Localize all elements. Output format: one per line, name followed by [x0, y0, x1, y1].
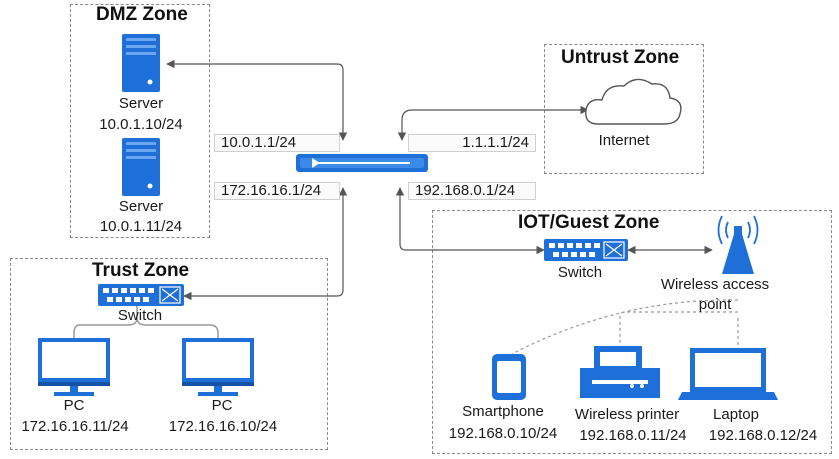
switch-icon-trust — [98, 284, 184, 306]
trust-switch-label: Switch — [117, 307, 163, 324]
switch-icon-iot — [544, 239, 628, 261]
iot-guest-zone-title: IOT/Guest Zone — [518, 212, 660, 233]
laptop-ip: 192.168.0.12/24 — [708, 427, 818, 444]
laptop-label: Laptop — [713, 406, 759, 423]
iot-guest-zone — [432, 210, 832, 454]
server-1-label: Server — [118, 95, 164, 112]
printer-icon — [580, 346, 660, 398]
firewall-interface-iot: 192.168.0.1/24 — [408, 182, 536, 200]
wireless-access-point-icon — [717, 215, 759, 274]
pc-2-ip: 172.16.16.10/24 — [168, 418, 278, 435]
link-firewall-internet — [397, 105, 589, 141]
wap-label-line2: point — [698, 296, 732, 313]
smartphone-label: Smartphone — [462, 403, 544, 420]
server-2-ip: 10.0.1.11/24 — [99, 218, 183, 235]
trust-zone-title: Trust Zone — [92, 260, 190, 281]
firewall-interface-dmz: 10.0.1.1/24 — [214, 134, 340, 152]
server-icon-1 — [122, 34, 160, 92]
wap-label-line1: Wireless access — [660, 276, 770, 293]
server-2-label: Server — [118, 198, 164, 215]
server-1-ip: 10.0.1.10/24 — [99, 116, 183, 133]
iot-switch-label: Switch — [557, 264, 603, 281]
trust-lan-links — [73, 306, 219, 340]
internet-label: Internet — [598, 132, 650, 149]
wireless-links — [511, 299, 739, 355]
link-firewall-iot-switch — [395, 187, 545, 255]
cloud-icon — [585, 78, 682, 125]
pc-2-label: PC — [211, 397, 233, 414]
link-firewall-server1 — [166, 59, 348, 141]
smartphone-ip: 192.168.0.10/24 — [448, 425, 558, 442]
pc-icon-1 — [38, 338, 110, 396]
smartphone-icon — [492, 354, 526, 400]
laptop-icon — [678, 348, 778, 400]
untrust-zone-title: Untrust Zone — [561, 47, 680, 68]
printer-ip: 192.168.0.11/24 — [579, 427, 687, 444]
pc-icon-2 — [182, 338, 254, 396]
firewall-icon — [296, 154, 428, 172]
printer-label: Wireless printer — [574, 406, 680, 423]
dmz-zone-title: DMZ Zone — [96, 4, 188, 25]
pc-1-label: PC — [63, 397, 85, 414]
trust-zone — [10, 258, 328, 450]
firewall-interface-untrust: 1.1.1.1/24 — [408, 134, 536, 152]
pc-1-ip: 172.16.16.11/24 — [21, 418, 129, 435]
server-icon-2 — [122, 138, 160, 196]
firewall-interface-trust: 172.16.16.1/24 — [214, 182, 340, 200]
links — [166, 59, 713, 301]
link-firewall-trust-switch — [183, 187, 348, 301]
